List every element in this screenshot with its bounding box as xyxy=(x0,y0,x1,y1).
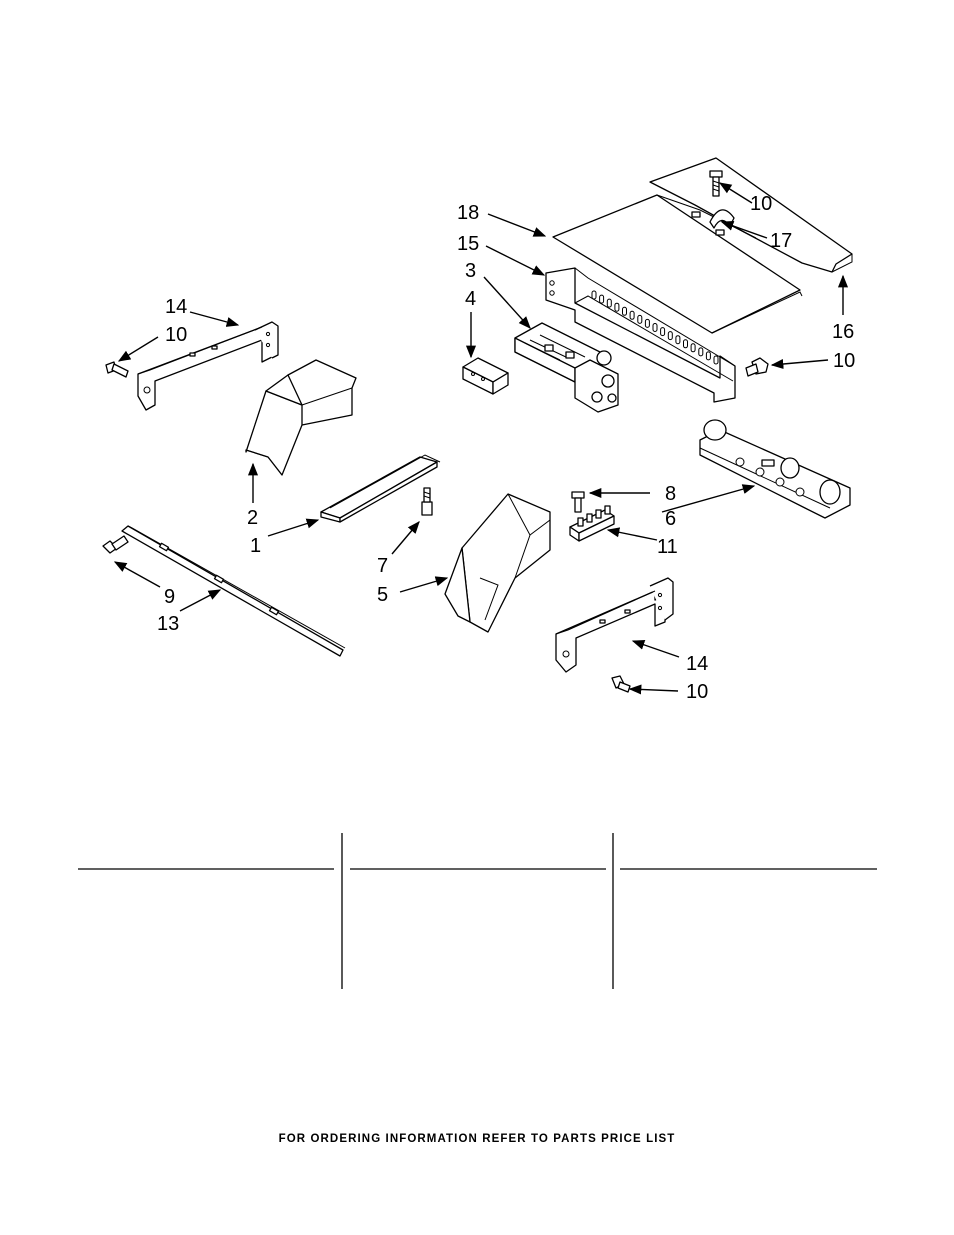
screw-icon xyxy=(571,491,585,513)
part-5-formed-shield xyxy=(444,493,551,633)
callout-16: 16 xyxy=(832,321,854,343)
ordering-info-footer: FOR ORDERING INFORMATION REFER TO PARTS … xyxy=(278,1133,676,1145)
rail-slot xyxy=(637,314,643,324)
screw-icon xyxy=(709,170,723,197)
callout-18: 18 xyxy=(457,202,479,224)
callout-14: 14 xyxy=(165,296,187,318)
part-2-duct xyxy=(245,359,357,476)
callout-labels: 18 15 3 4 10 17 16 10 14 10 2 1 7 5 8 6 … xyxy=(157,193,855,703)
rail-slot xyxy=(698,347,704,357)
part-11-terminal-block xyxy=(569,505,615,542)
rail-slot xyxy=(591,290,597,300)
rail-slot xyxy=(622,306,627,316)
part-18-shield-plate xyxy=(552,194,803,334)
rail-slots xyxy=(591,290,719,365)
rail-slot xyxy=(644,318,650,328)
callout-10: 10 xyxy=(686,681,708,703)
rail-slot xyxy=(690,343,696,353)
part-14-bracket-left xyxy=(137,321,279,411)
callout-17: 17 xyxy=(770,230,792,252)
screw-icon xyxy=(421,487,433,516)
part-6-manifold xyxy=(699,419,851,519)
rail-slot xyxy=(652,323,658,332)
callout-6: 6 xyxy=(665,508,676,530)
callout-5: 5 xyxy=(377,584,388,606)
rail-slot xyxy=(675,335,681,345)
part-4-block xyxy=(462,357,509,395)
callout-11: 11 xyxy=(657,536,678,558)
callout-9: 9 xyxy=(164,586,175,608)
rail-slot xyxy=(683,339,688,349)
screw-icon xyxy=(611,675,631,693)
callout-4: 4 xyxy=(465,288,476,310)
rail-slot xyxy=(660,327,666,337)
parts-table-frame xyxy=(78,833,877,989)
callout-2: 2 xyxy=(247,507,258,529)
callout-14: 14 xyxy=(686,653,708,675)
part-16-top-panel xyxy=(649,157,853,273)
part-9-fitting xyxy=(102,535,129,554)
part-14-bracket-right xyxy=(555,577,674,673)
callout-3: 3 xyxy=(465,260,476,282)
part-3-valve-assembly xyxy=(514,322,619,413)
callout-10: 10 xyxy=(165,324,187,346)
rail-slot xyxy=(713,355,719,365)
callout-7: 7 xyxy=(377,555,388,577)
rail-slot xyxy=(629,310,635,320)
callout-10: 10 xyxy=(750,193,772,215)
callout-10: 10 xyxy=(833,350,855,372)
screw-icon xyxy=(105,361,129,378)
rail-slot xyxy=(606,298,612,308)
part-1-strip xyxy=(320,454,441,523)
callout-13: 13 xyxy=(157,613,179,635)
screw-icon xyxy=(745,357,769,377)
rail-slot xyxy=(705,351,711,361)
callout-15: 15 xyxy=(457,233,479,255)
rail-slot xyxy=(667,331,673,341)
rail-slot xyxy=(599,294,605,304)
callout-8: 8 xyxy=(665,483,676,505)
rail-slot xyxy=(614,302,620,312)
part-13-rod xyxy=(121,525,346,657)
part-15-perforated-rail xyxy=(545,267,736,403)
callout-1: 1 xyxy=(250,535,261,557)
leader-lines xyxy=(113,182,849,695)
